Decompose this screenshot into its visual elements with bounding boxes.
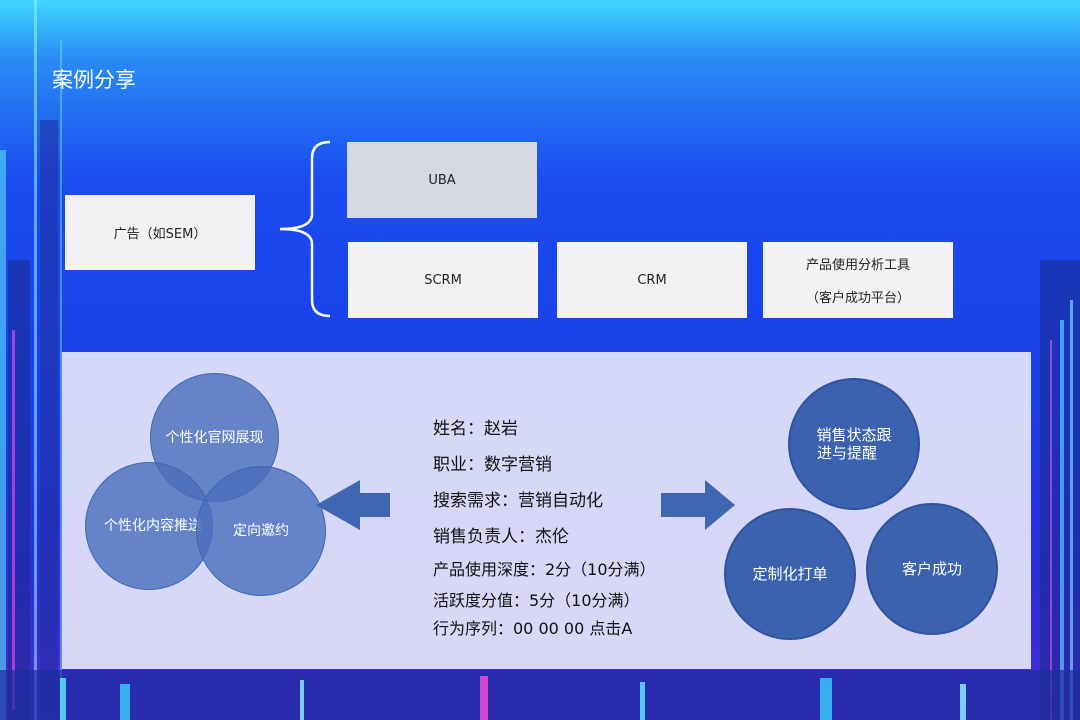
ad-channel-label: 广告（如SEM） [113, 227, 207, 242]
slide-title: 案例分享 [52, 68, 136, 92]
circle-customer-success-label: 客户成功 [901, 560, 962, 578]
circle-sales-tracking-line2: 进与提醒 [816, 444, 877, 462]
left-arrow [316, 480, 390, 530]
profile-sales-owner: 销售负责人：杰伦 [433, 527, 569, 547]
circle-sales-tracking-line1: 销售状态跟 [816, 426, 892, 444]
analytics-tool-box: 产品使用分析工具 （客户成功平台） [763, 242, 953, 318]
ad-channel-box: 广告（如SEM） [65, 195, 255, 270]
scrm-label: SCRM [424, 272, 462, 288]
uba-box: UBA [347, 142, 537, 218]
profile-search-need: 搜索需求：营销自动化 [433, 491, 603, 511]
circle-personalized-website-label: 个性化官网展现 [165, 429, 264, 446]
right-arrow [661, 480, 735, 530]
crm-label: CRM [637, 272, 667, 288]
circle-targeted-invite: 定向邀约 [196, 466, 326, 596]
circle-custom-order-label: 定制化打单 [752, 565, 828, 583]
circle-targeted-invite-label: 定向邀约 [233, 523, 289, 539]
profile-behavior-sequence: 行为序列：00 00 00 点击A [433, 619, 633, 638]
analytics-tool-line2: （客户成功平台） [805, 291, 910, 306]
analytics-tool-line1: 产品使用分析工具 [805, 258, 910, 273]
profile-job: 职业：数字营销 [433, 455, 552, 475]
circle-customer-success: 客户成功 [866, 503, 998, 635]
profile-activity-score: 活跃度分值：5分（10分满） [433, 591, 640, 610]
profile-usage-depth: 产品使用深度：2分（10分满） [433, 560, 656, 579]
uba-label: UBA [428, 172, 456, 188]
circle-personalized-content-label: 个性化内容推送 [104, 518, 202, 534]
circle-personalized-content: 个性化内容推送 [85, 462, 213, 590]
circle-custom-order: 定制化打单 [724, 508, 856, 640]
profile-name: 姓名：赵岩 [433, 419, 518, 439]
circle-sales-tracking: 销售状态跟 进与提醒 [788, 378, 920, 510]
scrm-box: SCRM [348, 242, 538, 318]
crm-box: CRM [557, 242, 747, 318]
